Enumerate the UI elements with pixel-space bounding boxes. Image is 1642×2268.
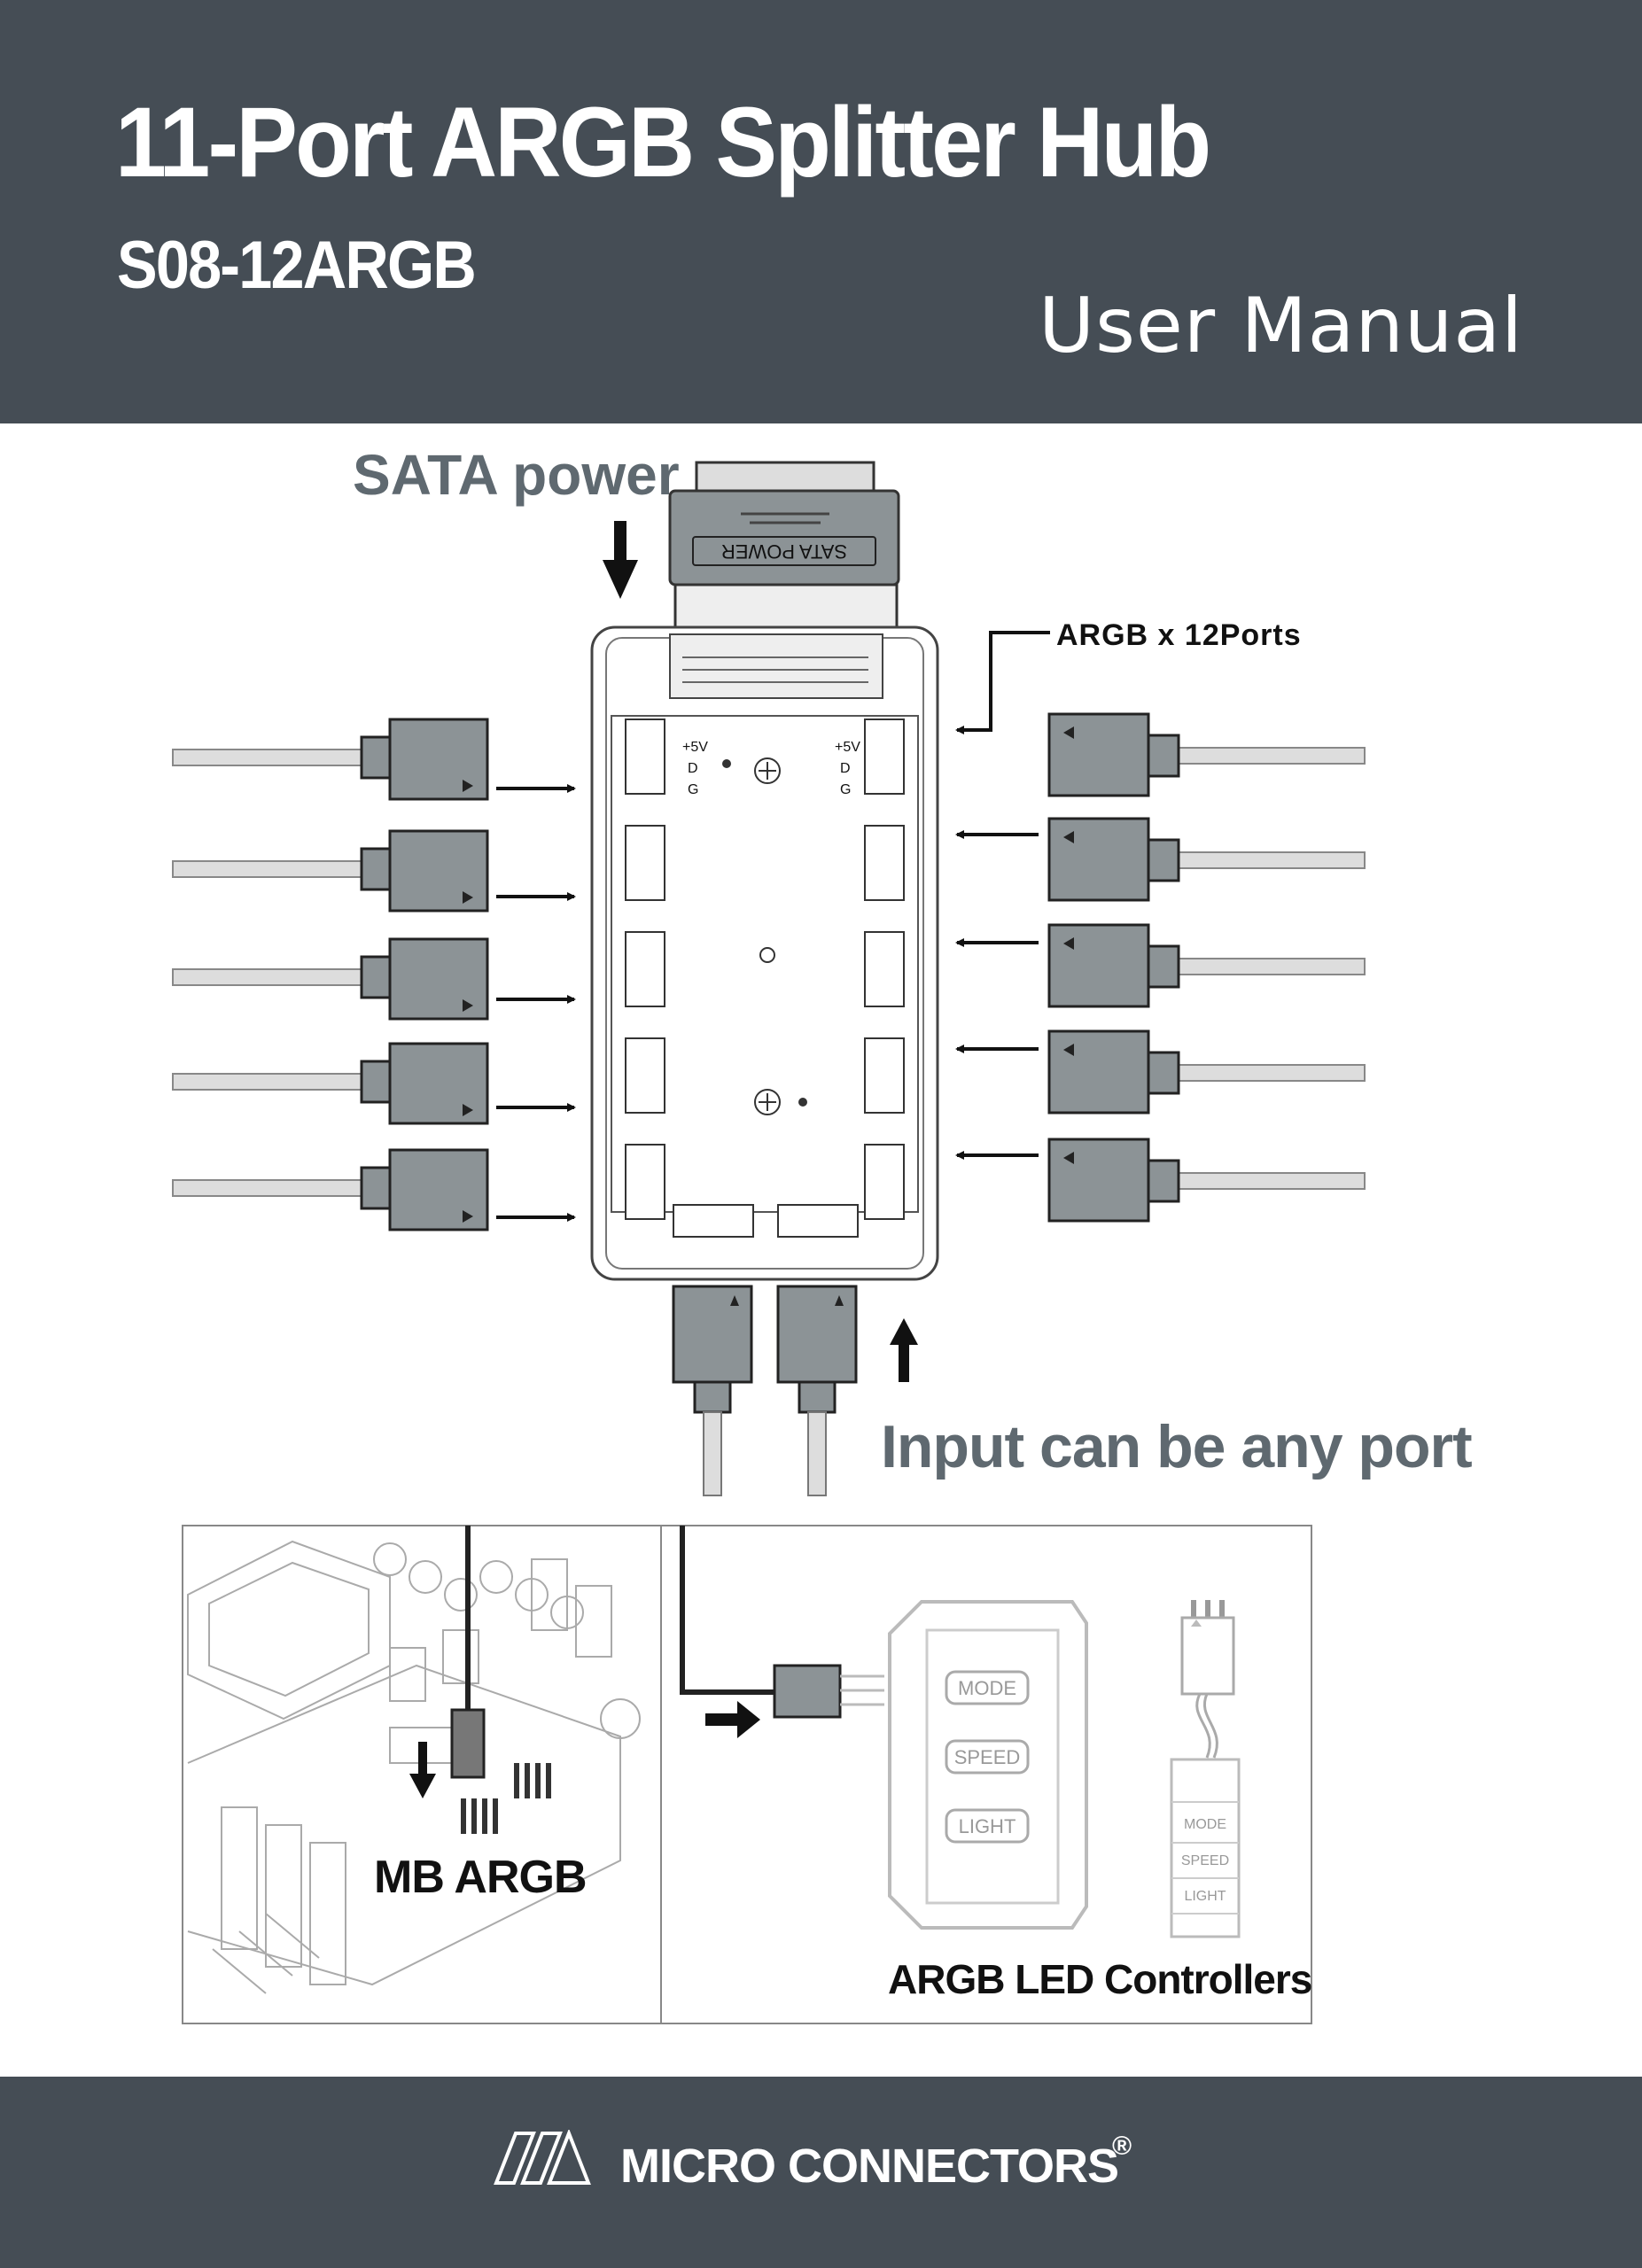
argb-plug <box>172 718 576 801</box>
bottom-header-right <box>777 1204 859 1238</box>
argb-led-controller-small: MODE SPEED LIGHT <box>1170 1600 1241 1938</box>
light-button-label: LIGHT <box>959 1815 1016 1837</box>
mb-argb-headers <box>461 1763 551 1834</box>
input-any-port-note: Input can be any port <box>881 1413 1472 1480</box>
small-speed-label: SPEED <box>1181 1853 1229 1868</box>
input-up-arrow-icon <box>890 1318 918 1382</box>
argb-ports-label: ARGB x 12Ports <box>1056 618 1302 652</box>
argb-plug <box>172 1042 576 1125</box>
mb-argb-label: MB ARGB <box>374 1852 587 1903</box>
product-title: 11-Port ARGB Splitter Hub <box>115 87 1211 198</box>
brand-logo-icon <box>494 2130 591 2185</box>
hub-wiring-diagram: SATA power SATA POWER <box>172 443 1473 2024</box>
argb-plug <box>955 1138 1366 1223</box>
document-type: User Manual <box>1039 282 1523 370</box>
pin-label-5v: +5V <box>682 740 708 755</box>
mode-button-label: MODE <box>958 1677 1016 1699</box>
argb-plug <box>955 1029 1366 1115</box>
mb-argb-plug <box>450 1708 486 1779</box>
input-plugs <box>672 1285 858 1496</box>
argb-led-controller-large: MODE SPEED LIGHT <box>888 1600 1088 1930</box>
mb-down-arrow-icon <box>409 1742 436 1798</box>
argb-plug <box>172 1148 576 1231</box>
registered-mark: ® <box>1112 2132 1132 2161</box>
argb-plug <box>955 817 1366 902</box>
right-argb-plugs <box>955 712 1366 1223</box>
controller-plug <box>773 1664 842 1719</box>
right-arrow-icon <box>705 1701 760 1738</box>
sata-power-label: SATA power <box>353 443 680 507</box>
controller-cable <box>680 1526 780 1695</box>
model-number: S08-12ARGB <box>117 228 477 303</box>
sata-power-connector: SATA POWER <box>668 461 900 629</box>
right-headers <box>864 718 905 1220</box>
controllers-label: ARGB LED Controllers <box>888 1956 1311 2002</box>
argb-plug <box>1047 712 1366 797</box>
controller-pins <box>840 1674 884 1706</box>
brand-name: MICRO CONNECTORS <box>620 2140 1119 2193</box>
pin-label-d: D <box>688 761 698 776</box>
splitter-hub-body: +5V D G +5V D G <box>590 625 939 1281</box>
pin-label-g: G <box>840 782 851 797</box>
connection-inset: MB ARGB MODE SPEED LIGHT <box>182 1525 1312 2024</box>
left-argb-plugs <box>172 718 576 1231</box>
footer-band <box>0 2077 1642 2268</box>
sata-arrow-icon <box>603 521 638 599</box>
small-light-label: LIGHT <box>1184 1889 1226 1904</box>
argb-plug <box>172 937 576 1021</box>
pin-label-g: G <box>688 782 698 797</box>
small-mode-label: MODE <box>1184 1817 1226 1832</box>
speed-button-label: SPEED <box>954 1746 1021 1768</box>
header-band: 11-Port ARGB Splitter Hub S08-12ARGB Use… <box>0 0 1642 423</box>
left-headers <box>625 718 665 1220</box>
argb-plug <box>172 829 576 913</box>
sata-connector-text: SATA POWER <box>721 540 847 563</box>
pin-label-d: D <box>840 761 851 776</box>
pin-label-5v: +5V <box>835 740 860 755</box>
ports-callout-line <box>955 631 1050 734</box>
bottom-header-left <box>673 1204 754 1238</box>
argb-plug <box>955 923 1366 1008</box>
motherboard-illustration <box>187 1540 641 1994</box>
